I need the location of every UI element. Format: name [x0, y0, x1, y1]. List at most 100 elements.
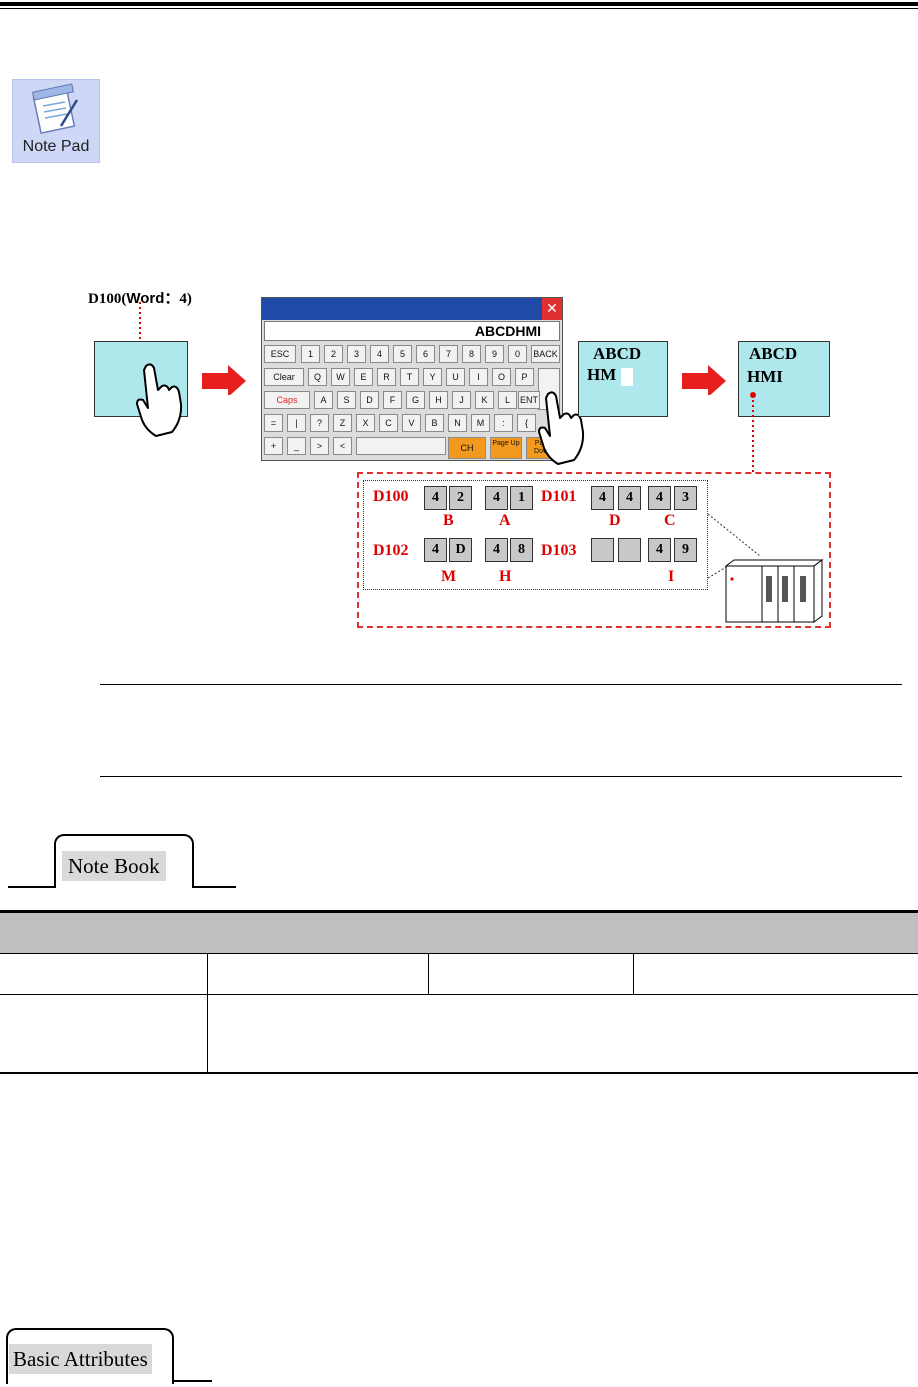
table-col-divider: [428, 953, 429, 994]
key-l[interactable]: L: [498, 391, 517, 409]
key-j[interactable]: J: [452, 391, 471, 409]
note-pad-input-typing[interactable]: ABCD HM: [578, 341, 668, 417]
header-rule-thin: [0, 8, 918, 9]
key-s[interactable]: S: [337, 391, 356, 409]
tab-note-book: [54, 834, 194, 888]
keyboard-input-field[interactable]: ABCDHMI: [264, 321, 560, 341]
key-less[interactable]: <: [333, 437, 352, 455]
key-plus[interactable]: +: [264, 437, 283, 455]
arrow-right-icon: [202, 365, 246, 395]
key-u[interactable]: U: [446, 368, 465, 386]
result-connector: [750, 392, 756, 472]
char-label: C: [664, 512, 676, 529]
key-a[interactable]: A: [314, 391, 333, 409]
notepad-graphic: [32, 83, 79, 135]
pad-right-line1: ABCD: [749, 344, 798, 363]
key-0[interactable]: 0: [508, 345, 527, 363]
key-page-up[interactable]: Page Up: [490, 437, 522, 459]
key-b[interactable]: B: [425, 414, 444, 432]
pad-middle-line1: ABCD: [593, 344, 642, 363]
key-k[interactable]: K: [475, 391, 494, 409]
char-label: A: [499, 512, 511, 529]
header-rule: [0, 2, 918, 6]
close-icon[interactable]: ✕: [542, 298, 562, 320]
key-2[interactable]: 2: [324, 345, 343, 363]
char-label: I: [668, 568, 675, 585]
key-enter[interactable]: ENT: [518, 391, 540, 409]
table-bottom-rule: [0, 1072, 918, 1074]
key-4[interactable]: 4: [370, 345, 389, 363]
key-caps[interactable]: Caps: [264, 391, 310, 409]
notepad-icon: Note Pad: [12, 79, 100, 163]
key-8[interactable]: 8: [462, 345, 481, 363]
note-rule-bottom: [100, 776, 902, 777]
key-q[interactable]: Q: [308, 368, 327, 386]
register-cell: 2: [449, 486, 472, 510]
register-cell: D: [449, 538, 472, 562]
key-7[interactable]: 7: [439, 345, 458, 363]
tab-baseline-right: [192, 886, 236, 888]
key-f[interactable]: F: [383, 391, 402, 409]
key-underscore[interactable]: _: [287, 437, 306, 455]
key-o[interactable]: O: [492, 368, 511, 386]
key-g[interactable]: G: [406, 391, 425, 409]
key-question[interactable]: ?: [310, 414, 329, 432]
tab-basic-attributes-label: Basic Attributes: [9, 1344, 152, 1374]
register-label-d101: D101: [541, 488, 577, 505]
hand-pointer-icon-keyboard: [538, 391, 585, 465]
key-v[interactable]: V: [402, 414, 421, 432]
key-p[interactable]: P: [515, 368, 534, 386]
key-c[interactable]: C: [379, 414, 398, 432]
register-cell: 4: [648, 538, 671, 562]
register-map: [363, 480, 708, 590]
soft-keyboard[interactable]: ✕ ABCDHMI ESC 1 2 3 4 5 6 7 8 9 0 BACK C…: [261, 297, 563, 461]
key-back[interactable]: BACK: [531, 345, 560, 363]
key-t[interactable]: T: [400, 368, 419, 386]
register-cell: 4: [424, 486, 447, 510]
plc-device-icon: [724, 559, 824, 623]
key-i[interactable]: I: [469, 368, 488, 386]
pad-right-line2: HMI: [747, 367, 783, 386]
key-6[interactable]: 6: [416, 345, 435, 363]
table-top-rule: [0, 910, 918, 913]
key-3[interactable]: 3: [347, 345, 366, 363]
key-greater[interactable]: >: [310, 437, 329, 455]
key-h[interactable]: H: [429, 391, 448, 409]
key-equals[interactable]: =: [264, 414, 283, 432]
key-m[interactable]: M: [471, 414, 490, 432]
char-label: B: [443, 512, 454, 529]
table-header-rule: [0, 953, 918, 954]
register-label-d102: D102: [373, 542, 409, 559]
arrow-right-icon-2: [682, 365, 726, 395]
char-label: D: [609, 512, 621, 529]
key-n[interactable]: N: [448, 414, 467, 432]
key-x[interactable]: X: [356, 414, 375, 432]
key-1[interactable]: 1: [301, 345, 320, 363]
register-cell: 9: [674, 538, 697, 562]
tab-basic-attributes: [6, 1328, 174, 1384]
key-e[interactable]: E: [354, 368, 373, 386]
d100-suffix: 4): [179, 291, 192, 307]
key-9[interactable]: 9: [485, 345, 504, 363]
note-pad-input-result[interactable]: ABCD HMI: [738, 341, 830, 417]
key-colon[interactable]: :: [494, 414, 513, 432]
key-w[interactable]: W: [331, 368, 350, 386]
key-5[interactable]: 5: [393, 345, 412, 363]
register-cell: [591, 538, 614, 562]
key-clear[interactable]: Clear: [264, 368, 304, 386]
key-pipe[interactable]: |: [287, 414, 306, 432]
key-brace[interactable]: {: [517, 414, 536, 432]
key-d[interactable]: D: [360, 391, 379, 409]
key-esc[interactable]: ESC: [264, 345, 296, 363]
key-ch[interactable]: CH: [448, 437, 486, 459]
register-label-d100: D100: [373, 488, 409, 505]
notepad-icon-label: Note Pad: [22, 138, 90, 155]
note-rule-top: [100, 684, 902, 685]
key-r[interactable]: R: [377, 368, 396, 386]
hand-pointer-icon: [136, 363, 183, 437]
key-z[interactable]: Z: [333, 414, 352, 432]
table-col-divider: [207, 953, 208, 1073]
tab-baseline-right-2: [172, 1380, 212, 1382]
key-y[interactable]: Y: [423, 368, 442, 386]
key-space[interactable]: [356, 437, 446, 455]
